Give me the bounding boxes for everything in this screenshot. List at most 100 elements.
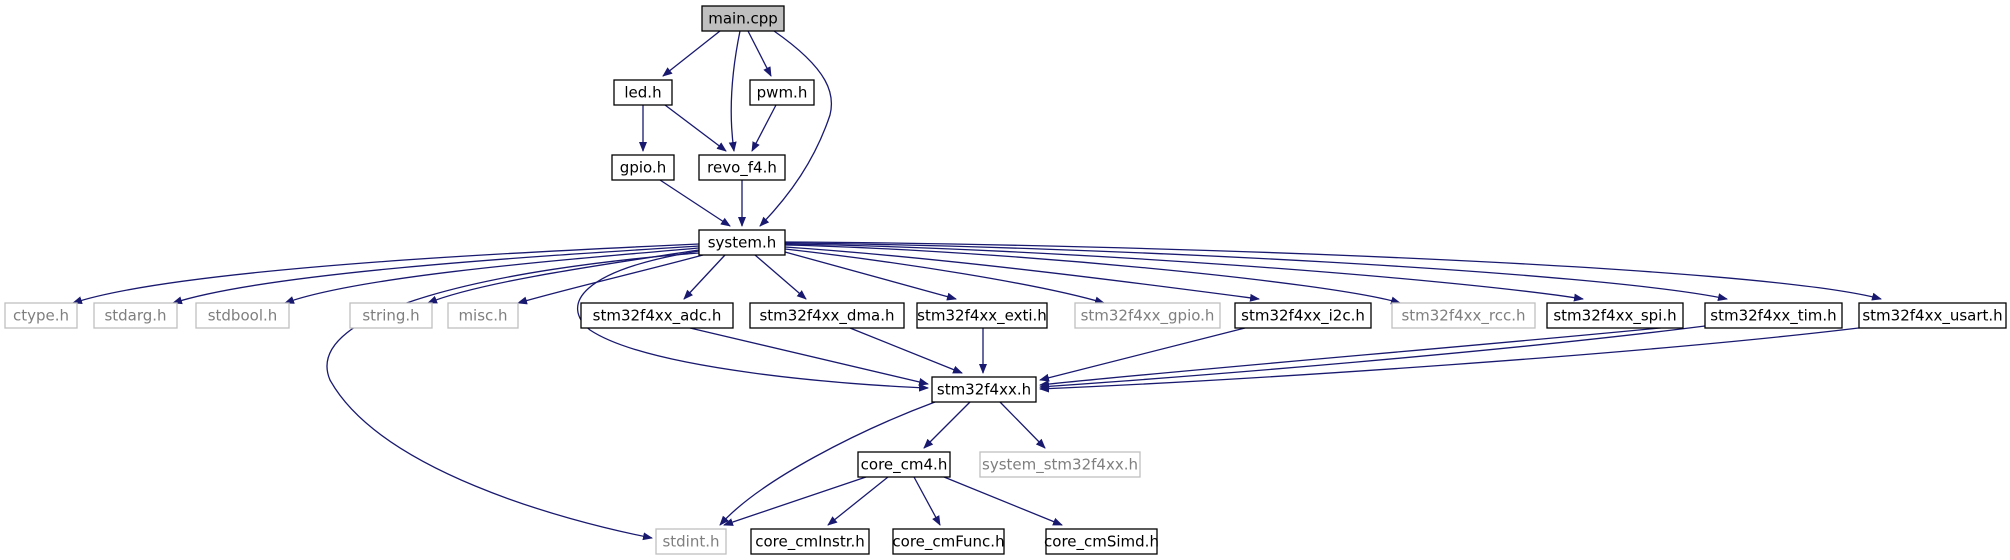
node-i2c-h[interactable]: stm32f4xx_i2c.h (1234, 302, 1372, 329)
node-pwm-h[interactable]: pwm.h (749, 79, 815, 106)
node-box (857, 451, 951, 478)
edge-spi-h-to-stm32f4xx-h (1039, 325, 1681, 389)
node-box (580, 302, 734, 329)
node-label: core_cmFunc.h (892, 533, 1004, 552)
edge-gpio-h-to-system-h (659, 179, 731, 227)
edge-system-h-to-usart-h (784, 241, 1882, 301)
edge-core-cm4-h-to-cmsimd-h (943, 476, 1063, 526)
node-label: stm32f4xx_rcc.h (1401, 307, 1525, 326)
node-misc-h[interactable]: misc.h (447, 302, 519, 329)
node-label: stm32f4xx_adc.h (593, 307, 722, 326)
node-box (749, 302, 905, 329)
node-revo-f4-h[interactable]: revo_f4.h (698, 154, 786, 181)
node-system-h[interactable]: system.h (698, 229, 786, 256)
node-box (195, 302, 290, 329)
node-label: stm32f4xx.h (937, 381, 1031, 399)
edge-system-h-to-string-h (427, 249, 700, 304)
node-label: core_cmInstr.h (755, 533, 865, 552)
node-box (1074, 302, 1221, 329)
edge-main-cpp-to-revo-f4-h (728, 30, 741, 152)
node-box (892, 528, 1005, 555)
edge-system-h-to-tim-h (784, 242, 1728, 302)
edge-system-h-to-i2c-h (784, 246, 1260, 302)
node-box (1045, 528, 1158, 555)
edge-system-h-to-ctype-h (72, 243, 700, 305)
node-box (931, 376, 1037, 403)
edge-main-cpp-to-led-h (662, 30, 721, 77)
node-stm32f4xx-h[interactable]: stm32f4xx.h (931, 376, 1037, 403)
node-box (979, 451, 1141, 478)
node-cmfunc-h[interactable]: core_cmFunc.h (892, 528, 1005, 555)
node-label: core_cmSimd.h (1044, 533, 1159, 552)
node-stdint-h[interactable]: stdint.h (655, 528, 727, 555)
edge-system-h-to-gpio-std-h (784, 248, 1105, 305)
node-box (613, 79, 673, 106)
edge-tim-h-to-stm32f4xx-h (1039, 325, 1706, 391)
node-dma-h[interactable]: stm32f4xx_dma.h (749, 302, 905, 329)
edge-core-cm4-h-to-stdint-h (723, 476, 867, 526)
node-label: stdbool.h (208, 307, 278, 325)
edge-adc-h-to-stm32f4xx-h (689, 327, 929, 386)
node-box (701, 5, 785, 32)
node-spi-h[interactable]: stm32f4xx_spi.h (1546, 302, 1684, 329)
edge-system-h-to-stdbool-h (284, 247, 700, 304)
node-string-h[interactable]: string.h (349, 302, 433, 329)
node-box (447, 302, 519, 329)
edge-dma-h-to-stm32f4xx-h (849, 327, 963, 374)
node-sys-stm32-h[interactable]: system_stm32f4xx.h (979, 451, 1141, 478)
node-label: stm32f4xx_exti.h (917, 307, 1047, 326)
node-cmsimd-h[interactable]: core_cmSimd.h (1044, 528, 1159, 555)
node-box (916, 302, 1048, 329)
node-label: stm32f4xx_dma.h (759, 307, 894, 326)
node-cminstr-h[interactable]: core_cmInstr.h (750, 528, 870, 555)
node-gpio-std-h[interactable]: stm32f4xx_gpio.h (1074, 302, 1221, 329)
edge-usart-h-to-stm32f4xx-h (1039, 325, 1876, 393)
node-gpio-h[interactable]: gpio.h (611, 154, 675, 181)
node-label: stdarg.h (104, 307, 166, 325)
node-layer: main.cpp led.h pwm.h gpio.h revo_f4.h system.… (4, 5, 2007, 555)
edge-i2c-h-to-stm32f4xx-h (1039, 327, 1246, 382)
node-rcc-h[interactable]: stm32f4xx_rcc.h (1391, 302, 1536, 329)
node-main-cpp[interactable]: main.cpp (701, 5, 785, 32)
node-label: string.h (362, 307, 419, 325)
node-core-cm4-h[interactable]: core_cm4.h (857, 451, 951, 478)
node-box (93, 302, 178, 329)
edge-system-h-to-exti-h (784, 251, 957, 301)
node-box (655, 528, 727, 555)
node-box (349, 302, 433, 329)
edge-system-h-to-rcc-h (784, 244, 1401, 305)
node-box (611, 154, 675, 181)
node-led-h[interactable]: led.h (613, 79, 673, 106)
edge-system-h-to-stm32f4xx-h (576, 250, 929, 392)
edge-system-h-to-dma-h (754, 254, 807, 300)
node-box (750, 528, 870, 555)
node-box (1704, 302, 1843, 329)
node-box (1546, 302, 1684, 329)
node-label: stm32f4xx_gpio.h (1081, 307, 1215, 326)
node-exti-h[interactable]: stm32f4xx_exti.h (916, 302, 1048, 329)
node-label: pwm.h (757, 84, 808, 102)
node-stdarg-h[interactable]: stdarg.h (93, 302, 178, 329)
edge-stm32f4xx-h-to-core-cm4-h (923, 401, 971, 449)
edge-stm32f4xx-h-to-stdint-h (719, 401, 936, 526)
edge-pwm-h-to-revo-f4-h (751, 104, 777, 152)
node-usart-h[interactable]: stm32f4xx_usart.h (1858, 302, 2007, 329)
node-adc-h[interactable]: stm32f4xx_adc.h (580, 302, 734, 329)
edge-system-h-to-spi-h (784, 243, 1584, 302)
node-label: stm32f4xx_tim.h (1710, 307, 1836, 326)
edge-layer (72, 30, 1882, 541)
node-box (698, 229, 786, 256)
node-label: stdint.h (662, 533, 719, 551)
node-ctype-h[interactable]: ctype.h (4, 302, 78, 329)
node-stdbool-h[interactable]: stdbool.h (195, 302, 290, 329)
node-label: stm32f4xx_spi.h (1553, 307, 1676, 326)
node-box (749, 79, 815, 106)
node-label: stm32f4xx_i2c.h (1241, 307, 1365, 326)
node-label: ctype.h (13, 307, 69, 325)
edge-core-cm4-h-to-cmfunc-h (913, 476, 941, 526)
node-label: stm32f4xx_usart.h (1862, 307, 2002, 326)
node-label: system_stm32f4xx.h (982, 456, 1138, 475)
node-tim-h[interactable]: stm32f4xx_tim.h (1704, 302, 1843, 329)
edge-core-cm4-h-to-cminstr-h (827, 476, 889, 526)
